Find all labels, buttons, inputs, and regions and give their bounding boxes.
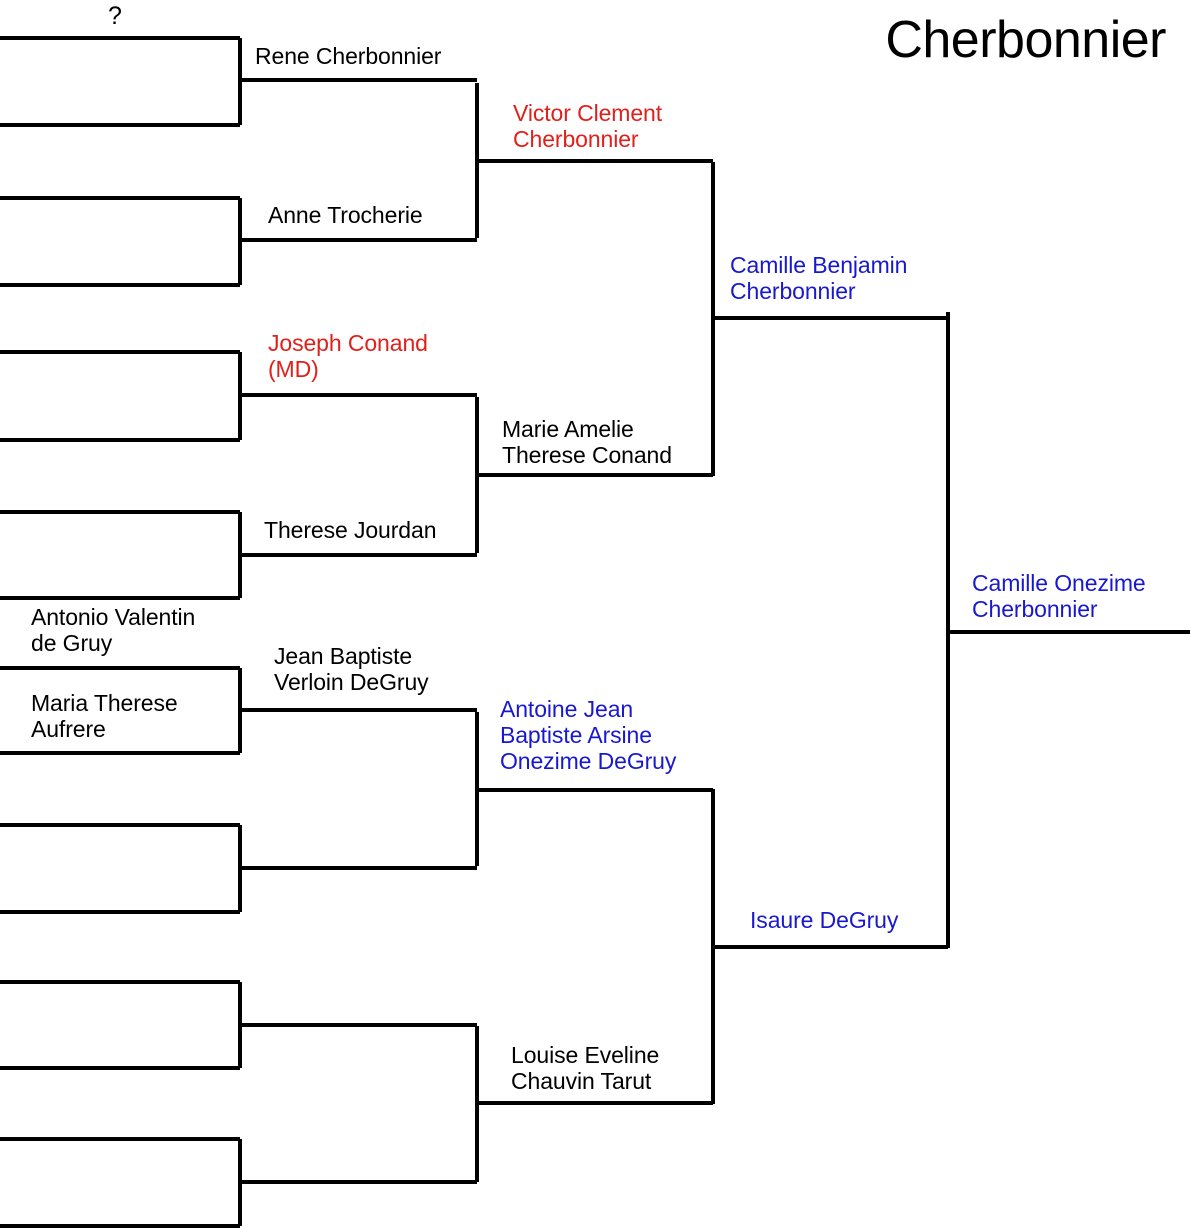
unknown-ancestor-marker: ?: [108, 2, 122, 30]
person-label-antonio-valentin-de-gruy[interactable]: Antonio Valentin de Gruy: [31, 604, 196, 656]
person-label-anne-trocherie[interactable]: Anne Trocherie: [268, 202, 423, 228]
person-label-maria-therese-aufrere[interactable]: Maria Therese Aufrere: [31, 690, 178, 742]
person-label-joseph-conand[interactable]: Joseph Conand (MD): [268, 330, 428, 382]
page-title: Cherbonnier: [885, 11, 1166, 69]
person-label-camille-onezime-cherbonnier[interactable]: Camille Onezime Cherbonnier: [972, 570, 1146, 622]
person-label-louise-eveline-chauvin-tarut[interactable]: Louise Eveline Chauvin Tarut: [511, 1042, 660, 1094]
person-label-isaure-degruy[interactable]: Isaure DeGruy: [750, 907, 899, 933]
person-label-therese-jourdan[interactable]: Therese Jourdan: [264, 517, 437, 543]
person-label-marie-amelie-therese-conand[interactable]: Marie Amelie Therese Conand: [502, 416, 672, 468]
person-label-victor-clement-cherbonnier[interactable]: Victor Clement Cherbonnier: [513, 100, 663, 152]
person-label-antoine-jean-baptiste-arsine-onezime-degruy[interactable]: Antoine Jean Baptiste Arsine Onezime DeG…: [500, 696, 677, 774]
person-label-jean-baptiste-verloin-degruy[interactable]: Jean Baptiste Verloin DeGruy: [274, 643, 429, 695]
person-label-camille-benjamin-cherbonnier[interactable]: Camille Benjamin Cherbonnier: [730, 252, 908, 304]
person-label-rene-cherbonnier[interactable]: Rene Cherbonnier: [255, 43, 442, 69]
